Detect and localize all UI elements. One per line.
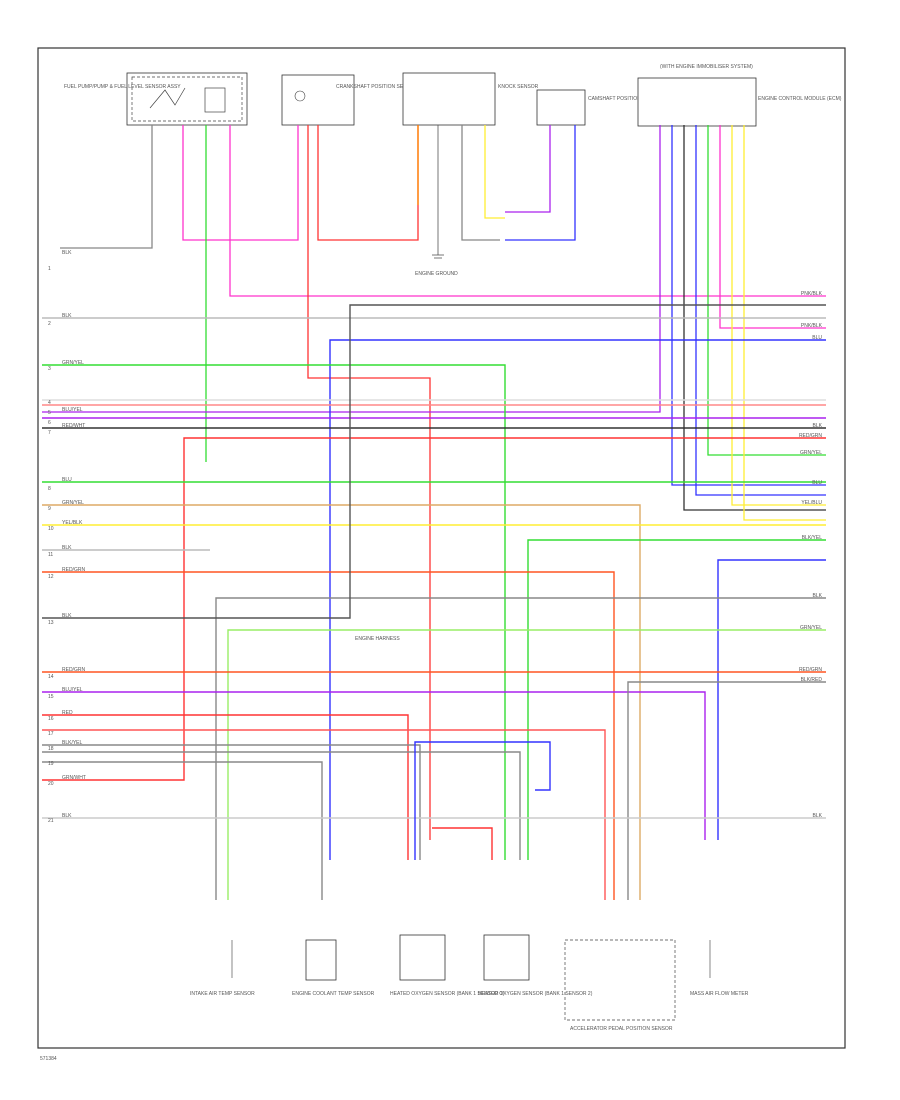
right-wire-label: PNK/BLK (801, 323, 823, 329)
left-wire-label: GRN/WHT (62, 775, 86, 781)
left-wire-label: RED (62, 710, 73, 716)
line-number: 6 (48, 420, 51, 426)
bottom-label-2: ENGINE COOLANT TEMP SENSOR (292, 991, 375, 997)
line-number: 17 (48, 731, 54, 737)
cam-sensor-component: CAMSHAFT POSITION SENSOR (536, 89, 664, 126)
line-number: 12 (48, 574, 54, 580)
b4-box (483, 934, 530, 981)
line-numbers: 1 2 3 4 5 6 7 8 9 10 11 12 13 14 15 16 1… (48, 266, 54, 824)
fuel-pump-label: FUEL PUMP/PUMP & FUEL LEVEL SENSOR ASSY (64, 84, 181, 90)
right-wire-label: BLK (813, 423, 823, 429)
left-wire-label: BLU (62, 477, 72, 483)
diagram-id: 571384 (40, 1056, 57, 1062)
line-number: 4 (48, 400, 51, 406)
line-number: 10 (48, 526, 54, 532)
left-wire-label: GRN/YEL (62, 360, 84, 366)
line-number: 2 (48, 321, 51, 327)
right-wire-label: BLK (813, 593, 823, 599)
line-number: 3 (48, 366, 51, 372)
bottom-label-6: MASS AIR FLOW METER (690, 991, 749, 997)
left-wire-label: BLU/YEL (62, 687, 83, 693)
bottom-label-4: HEATED OXYGEN SENSOR (BANK 1 SENSOR 2) (478, 991, 593, 997)
right-wire-label: BLK (813, 813, 823, 819)
line-number: 19 (48, 761, 54, 767)
line-number: 14 (48, 674, 54, 680)
right-wire-label: BLK/RED (801, 677, 823, 683)
b2-box (305, 939, 337, 981)
right-wire-label: YEL/BLU (801, 500, 822, 506)
top-wire-drops (42, 125, 826, 840)
line-number: 8 (48, 486, 51, 492)
right-wire-label: GRN/YEL (800, 450, 822, 456)
left-wire-label: RED/WHT (62, 423, 85, 429)
line-number: 18 (48, 746, 54, 752)
left-wire-label: BLK (62, 813, 72, 819)
ground-label: ENGINE GROUND (415, 271, 458, 277)
right-wire-label: PNK/BLK (801, 291, 823, 297)
bottom-label-3: HEATED OXYGEN SENSOR (BANK 1 SENSOR 1) (390, 991, 505, 997)
bottom-label-1: INTAKE AIR TEMP SENSOR (190, 991, 255, 997)
ecm-component: (WITH ENGINE IMMOBILISER SYSTEM) ENGINE … (637, 64, 842, 127)
right-wire-label: RED/GRN (799, 667, 822, 673)
bottom-labels: INTAKE AIR TEMP SENSOR ENGINE COOLANT TE… (190, 991, 749, 1032)
right-wire-labels: PNK/BLK PNK/BLK BLU BLK RED/GRN GRN/YEL … (799, 291, 823, 819)
line-number: 13 (48, 620, 54, 626)
line-number: 21 (48, 818, 54, 824)
knock-sensor-label: KNOCK SENSOR (498, 84, 539, 90)
bottom-components (231, 934, 711, 1021)
ecm-sub-label: (WITH ENGINE IMMOBILISER SYSTEM) (660, 64, 753, 70)
fuel-pump-component: FUEL PUMP/PUMP & FUEL LEVEL SENSOR ASSY (64, 72, 248, 126)
right-wire-label: RED/GRN (799, 433, 822, 439)
bottom-label-5: ACCELERATOR PEDAL POSITION SENSOR (570, 1026, 673, 1032)
line-number: 11 (48, 552, 53, 558)
left-wire-label: BLK (62, 250, 72, 256)
line-number: 16 (48, 716, 54, 722)
left-wire-label: GRN/YEL (62, 500, 84, 506)
line-number: 5 (48, 410, 51, 416)
left-wire-label: YEL/BLK (62, 520, 83, 526)
left-wire-label: BLU/YEL (62, 407, 83, 413)
engine-harness-label: ENGINE HARNESS (355, 636, 400, 642)
horizontal-bus (42, 304, 826, 900)
right-wire-label: BLU (812, 480, 822, 486)
line-number: 1 (48, 266, 51, 272)
line-number: 7 (48, 430, 51, 436)
cam-sensor-label: CAMSHAFT POSITION SENSOR (588, 96, 664, 102)
line-number: 20 (48, 781, 54, 787)
ground-symbol: ENGINE GROUND (415, 125, 458, 277)
b3-box (399, 934, 446, 981)
knock-sensor-component: KNOCK SENSOR (402, 72, 539, 126)
crank-sensor-label: CRANKSHAFT POSITION SENSOR (336, 84, 418, 90)
left-wire-label: BLK (62, 313, 72, 319)
line-number: 15 (48, 694, 54, 700)
left-wire-label: RED/GRN (62, 567, 85, 573)
left-wire-label: BLK/YEL (62, 740, 83, 746)
left-wire-labels: BLK BLK GRN/YEL BLU/YEL RED/WHT BLU GRN/… (62, 250, 86, 819)
line-number: 9 (48, 506, 51, 512)
b5-box (564, 939, 676, 1021)
left-wire-label: RED/GRN (62, 667, 85, 673)
ecm-label: ENGINE CONTROL MODULE (ECM) (758, 96, 842, 102)
left-wire-label: BLK (62, 545, 72, 551)
diagram-frame (37, 47, 846, 1049)
right-wire-label: BLK/YEL (802, 535, 823, 541)
left-wire-label: BLK (62, 613, 72, 619)
right-wire-label: GRN/YEL (800, 625, 822, 631)
right-wire-label: BLU (812, 335, 822, 341)
crank-sensor-component: CRANKSHAFT POSITION SENSOR (281, 74, 418, 126)
